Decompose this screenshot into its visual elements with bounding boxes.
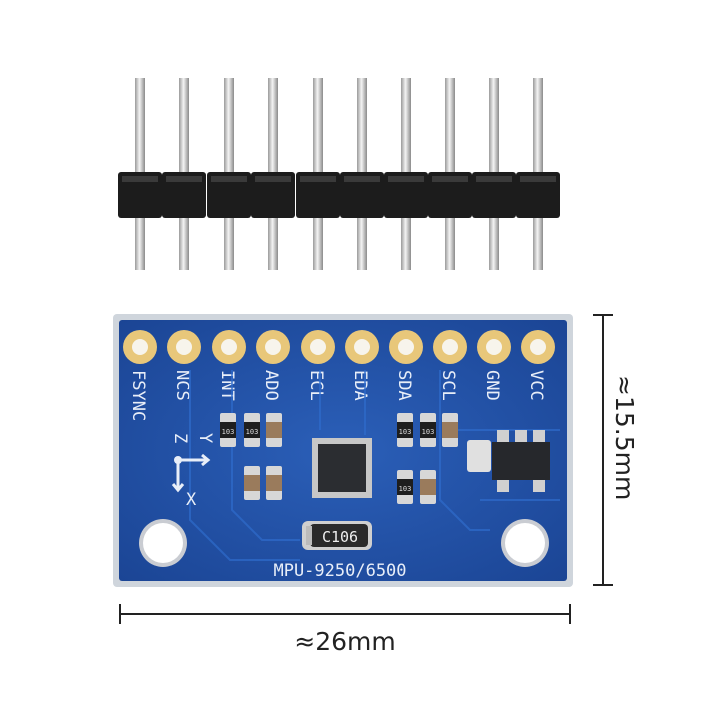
pin-label: FSYNC: [128, 370, 148, 421]
svg-text:103: 103: [222, 428, 235, 436]
svg-text:103: 103: [399, 428, 412, 436]
axis-orientation-symbol: [171, 453, 211, 493]
pin-label: VCC: [526, 370, 546, 401]
height-dimension-line: [593, 314, 613, 586]
axis-label-x: X: [186, 490, 197, 510]
pin-label: NCS: [172, 370, 192, 401]
pin-label: INT: [217, 370, 237, 401]
pin-label: SCL: [438, 370, 458, 401]
pin-label: SDA: [394, 370, 414, 401]
header-block: [207, 172, 251, 218]
width-dimension-line: [119, 604, 571, 624]
header-block: [472, 172, 516, 218]
pin-label: ADO: [261, 370, 281, 401]
pcb-board: FSYNC NCS INT ADO ECL EDA SDA SCL GND VCC Z Y X 1…: [113, 314, 573, 587]
header-block: [340, 172, 384, 218]
svg-text:103: 103: [399, 485, 412, 493]
voltage-regulator: [467, 430, 550, 492]
height-dimension-label: ≈15.5mm: [610, 375, 639, 500]
svg-text:103: 103: [246, 428, 259, 436]
axis-label-z: Z: [170, 433, 190, 443]
header-block: [516, 172, 560, 218]
header-block: [251, 172, 295, 218]
pin-label: ECL: [306, 370, 326, 401]
header-block: [428, 172, 472, 218]
axis-label-y: Y: [195, 433, 215, 443]
svg-text:C106: C106: [322, 528, 358, 546]
pin-label: GND: [482, 370, 502, 401]
pin-header: [118, 78, 560, 270]
svg-text:103: 103: [422, 428, 435, 436]
pin-label: EDA: [350, 370, 370, 401]
width-dimension-label: ≈26mm: [294, 627, 395, 656]
header-block: [384, 172, 428, 218]
mpu-chip: [312, 438, 372, 498]
model-label: MPU-9250/6500: [273, 561, 406, 581]
capacitor-c106: C106: [302, 521, 372, 550]
header-block: [118, 172, 162, 218]
header-block: [162, 172, 206, 218]
header-block: [296, 172, 340, 218]
